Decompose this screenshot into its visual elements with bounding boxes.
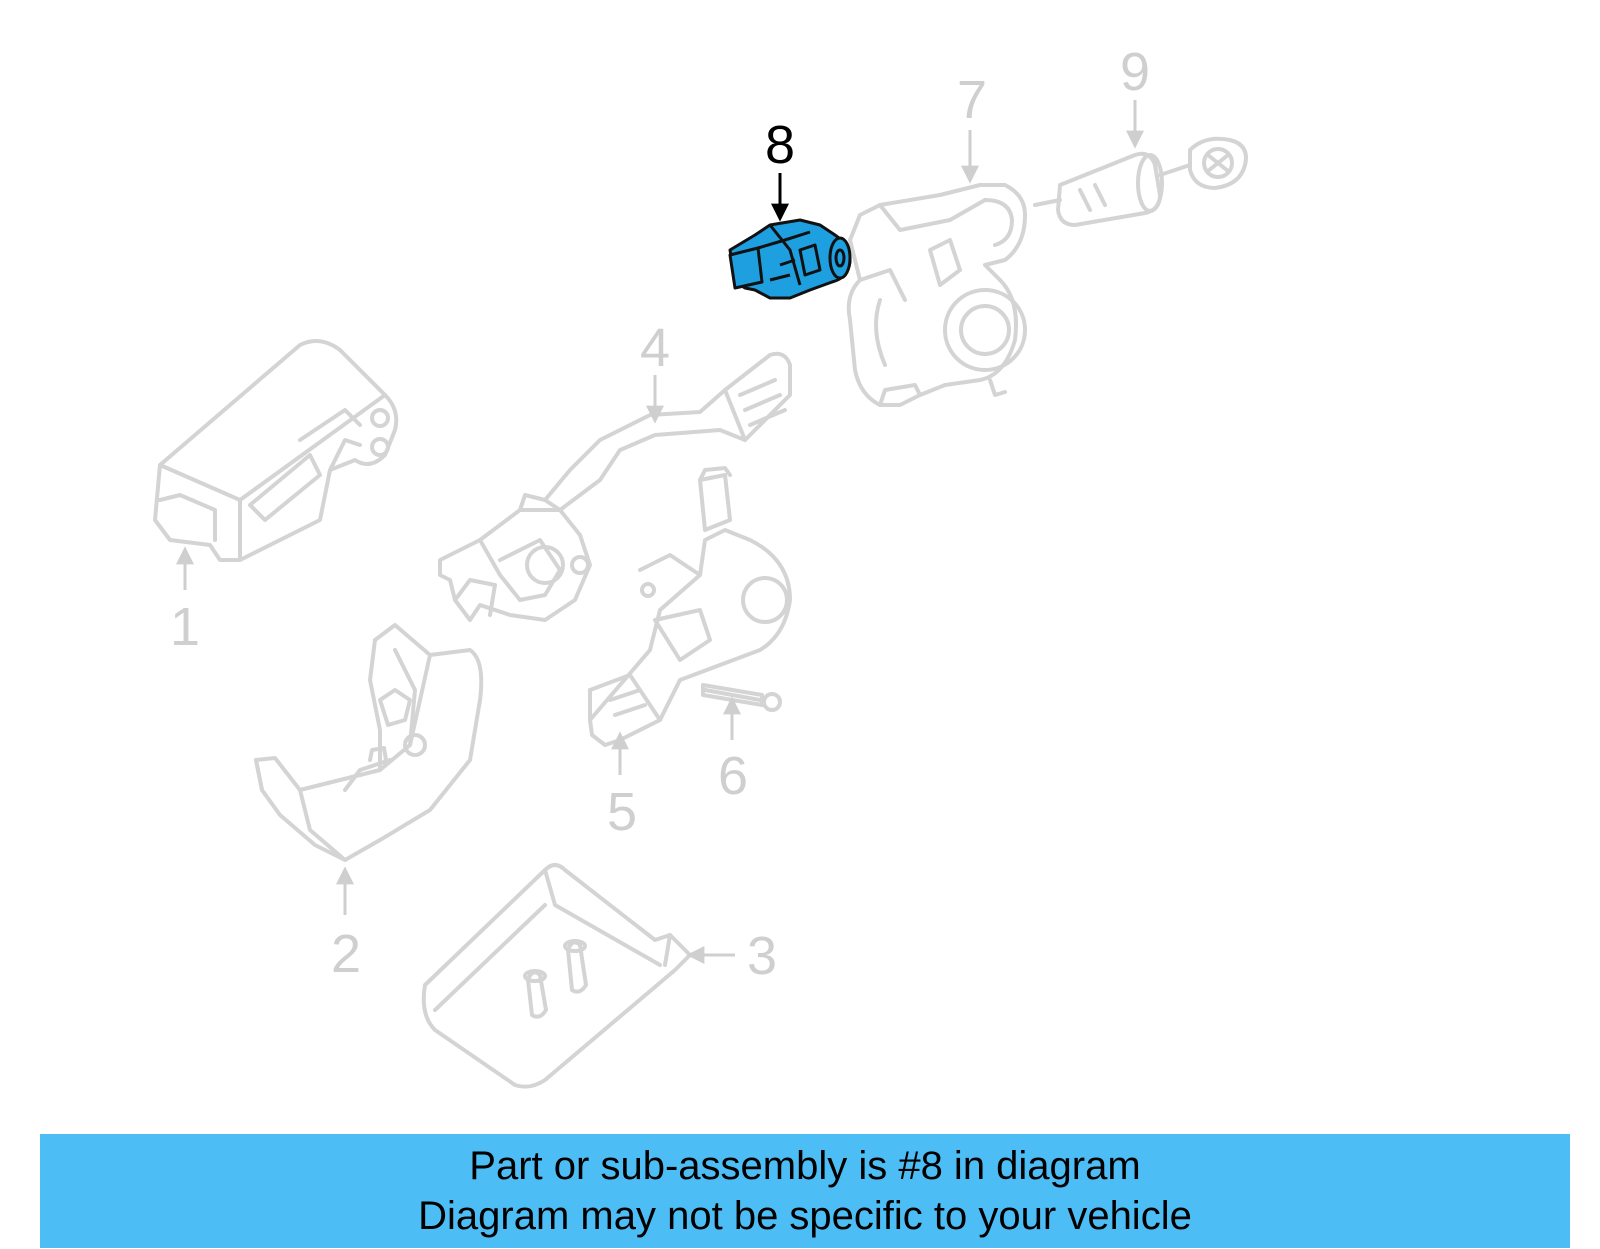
part-6-bolt [701,683,782,712]
callout-7[interactable]: 7 [957,70,987,130]
part-8-ignition-switch[interactable] [728,218,852,300]
callout-4[interactable]: 4 [640,318,670,378]
part-9-lock-cylinder-key [1033,136,1248,227]
callout-2[interactable]: 2 [331,924,361,984]
callout-6[interactable]: 6 [718,746,748,806]
part-5-turn-signal-switch [588,466,792,747]
banner-line-disclaimer: Diagram may not be specific to your vehi… [418,1194,1192,1238]
part-2-lower-column-cover [254,623,484,862]
part-3-trim-panel [421,863,692,1089]
callout-8[interactable]: 8 [765,115,795,175]
banner-line-part-number: Part or sub-assembly is #8 in diagram [469,1144,1141,1188]
info-banner: Part or sub-assembly is #8 in diagram Di… [40,1134,1570,1248]
callout-1[interactable]: 1 [170,597,200,657]
callout-5[interactable]: 5 [607,782,637,842]
part-7-lock-housing [846,183,1027,407]
callout-3[interactable]: 3 [747,926,777,986]
part-4-combination-switch [438,351,792,622]
callout-9[interactable]: 9 [1120,42,1150,102]
part-1-upper-column-cover [153,339,399,562]
